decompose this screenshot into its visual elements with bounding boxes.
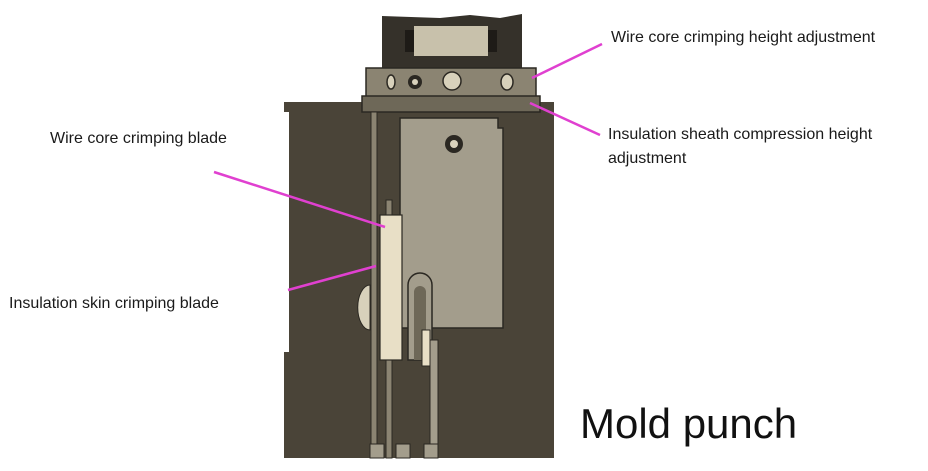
arm-pin xyxy=(421,329,431,367)
leader-line-insulation-skin-blade xyxy=(287,264,377,292)
arm-rod xyxy=(429,339,439,459)
plate-screw-3 xyxy=(442,71,462,91)
lower-plate xyxy=(361,95,541,113)
label-insulation-sheath-compression-height-adjustment: Insulation sheath compression height adj… xyxy=(608,126,873,167)
plate-screw-2-core xyxy=(412,79,418,85)
caption-mold-punch: Mold punch xyxy=(580,400,798,447)
label-insulation-skin-crimping-blade: Insulation skin crimping blade xyxy=(9,295,219,312)
leader-line-wire-core-blade xyxy=(213,170,386,229)
label-wire-core-crimping-blade: Wire core crimping blade xyxy=(50,130,227,147)
side-bump xyxy=(357,284,371,331)
plate-screw-1 xyxy=(386,74,396,90)
leader-line-wire-core-height xyxy=(531,42,603,80)
bottom-foot-2 xyxy=(395,443,411,459)
label-wire-core-crimping-height-adjustment: Wire core crimping height adjustment xyxy=(611,29,876,46)
leader-line-insulation-sheath-height xyxy=(529,101,601,137)
top-block-insert xyxy=(414,26,488,56)
ram-screw-core xyxy=(450,140,458,148)
bottom-foot-3 xyxy=(423,443,439,459)
bottom-foot-1 xyxy=(369,443,385,459)
guide-rod-left xyxy=(370,111,378,459)
crimping-blade xyxy=(379,214,403,361)
plate-screw-4 xyxy=(500,73,514,91)
housing-left-edge xyxy=(284,112,289,352)
